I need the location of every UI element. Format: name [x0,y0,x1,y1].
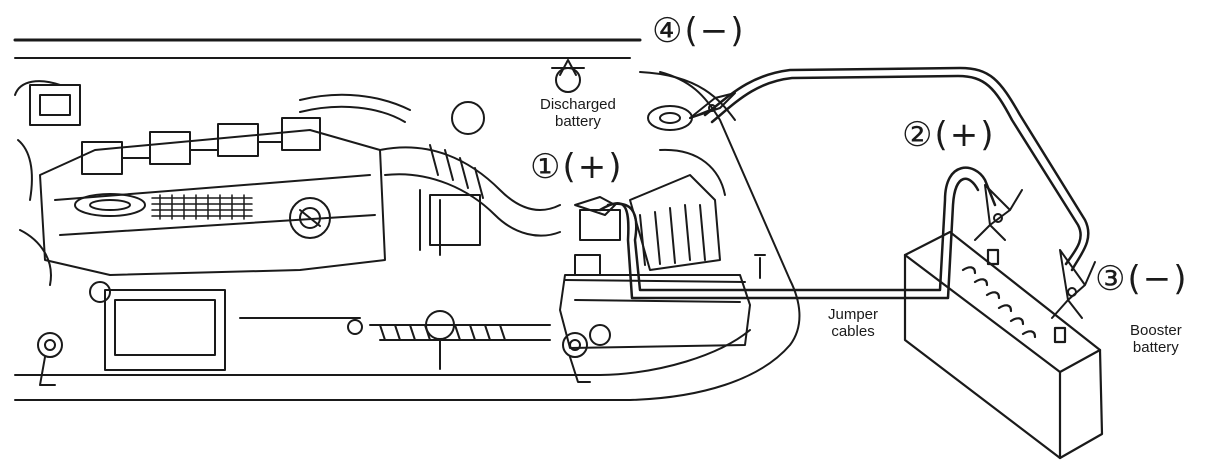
step-3-negative: ③(−) [1095,259,1189,299]
hood-edge-lines [13,38,642,59]
step-1-positive: ①(+) [530,147,624,187]
clamp-2 [974,184,1023,241]
engine-bay-outline [14,71,801,401]
clamp-1 [574,196,616,216]
jumper-cables-text: Jumper cables [828,306,879,341]
left-accessories [17,84,81,286]
intake-hoses [299,93,561,256]
step-4-negative: ④(−) [652,11,746,51]
coil-packs [81,117,321,175]
booster-battery-label: Booster battery [1130,322,1182,357]
air-cleaner-box [629,148,726,271]
clamp-4 [689,92,736,119]
emblem [74,193,146,217]
discharged-battery-text: Discharged battery [540,96,616,131]
jumper-cables-label: Jumper cables [828,306,878,341]
discharged-battery-label: Discharged battery [540,96,616,131]
oil-cap [289,197,331,239]
jumper-cables [598,66,1090,300]
engine-block [39,117,386,276]
front-end-panel [104,289,551,371]
vent-grid [151,194,253,220]
booster-battery [903,230,1104,460]
mount-brackets [37,281,591,386]
step-2-positive: ②(+) [902,115,996,155]
clamp-3 [1051,249,1096,319]
booster-battery-text: Booster battery [1130,322,1182,357]
discharged-battery [559,209,766,349]
